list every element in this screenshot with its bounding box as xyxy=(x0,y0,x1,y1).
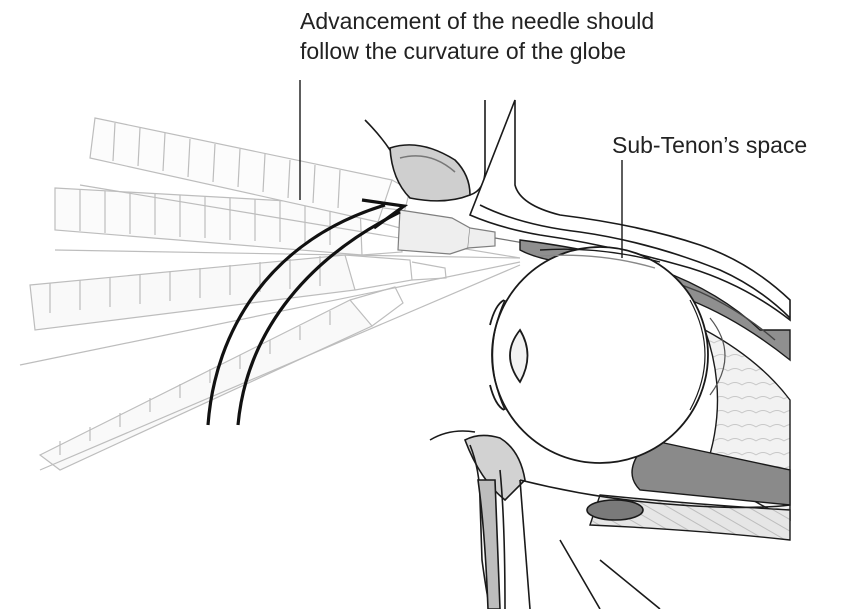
advancement-label-line1: Advancement of the needle should xyxy=(300,6,654,36)
lower-eyelid xyxy=(430,431,525,609)
globe xyxy=(490,247,725,463)
advancement-label-line2: follow the curvature of the globe xyxy=(300,36,654,66)
advancement-label: Advancement of the needle should follow … xyxy=(300,6,654,66)
sub-tenon-label: Sub-Tenon’s space xyxy=(612,130,807,160)
inferior-oblique xyxy=(587,500,643,520)
